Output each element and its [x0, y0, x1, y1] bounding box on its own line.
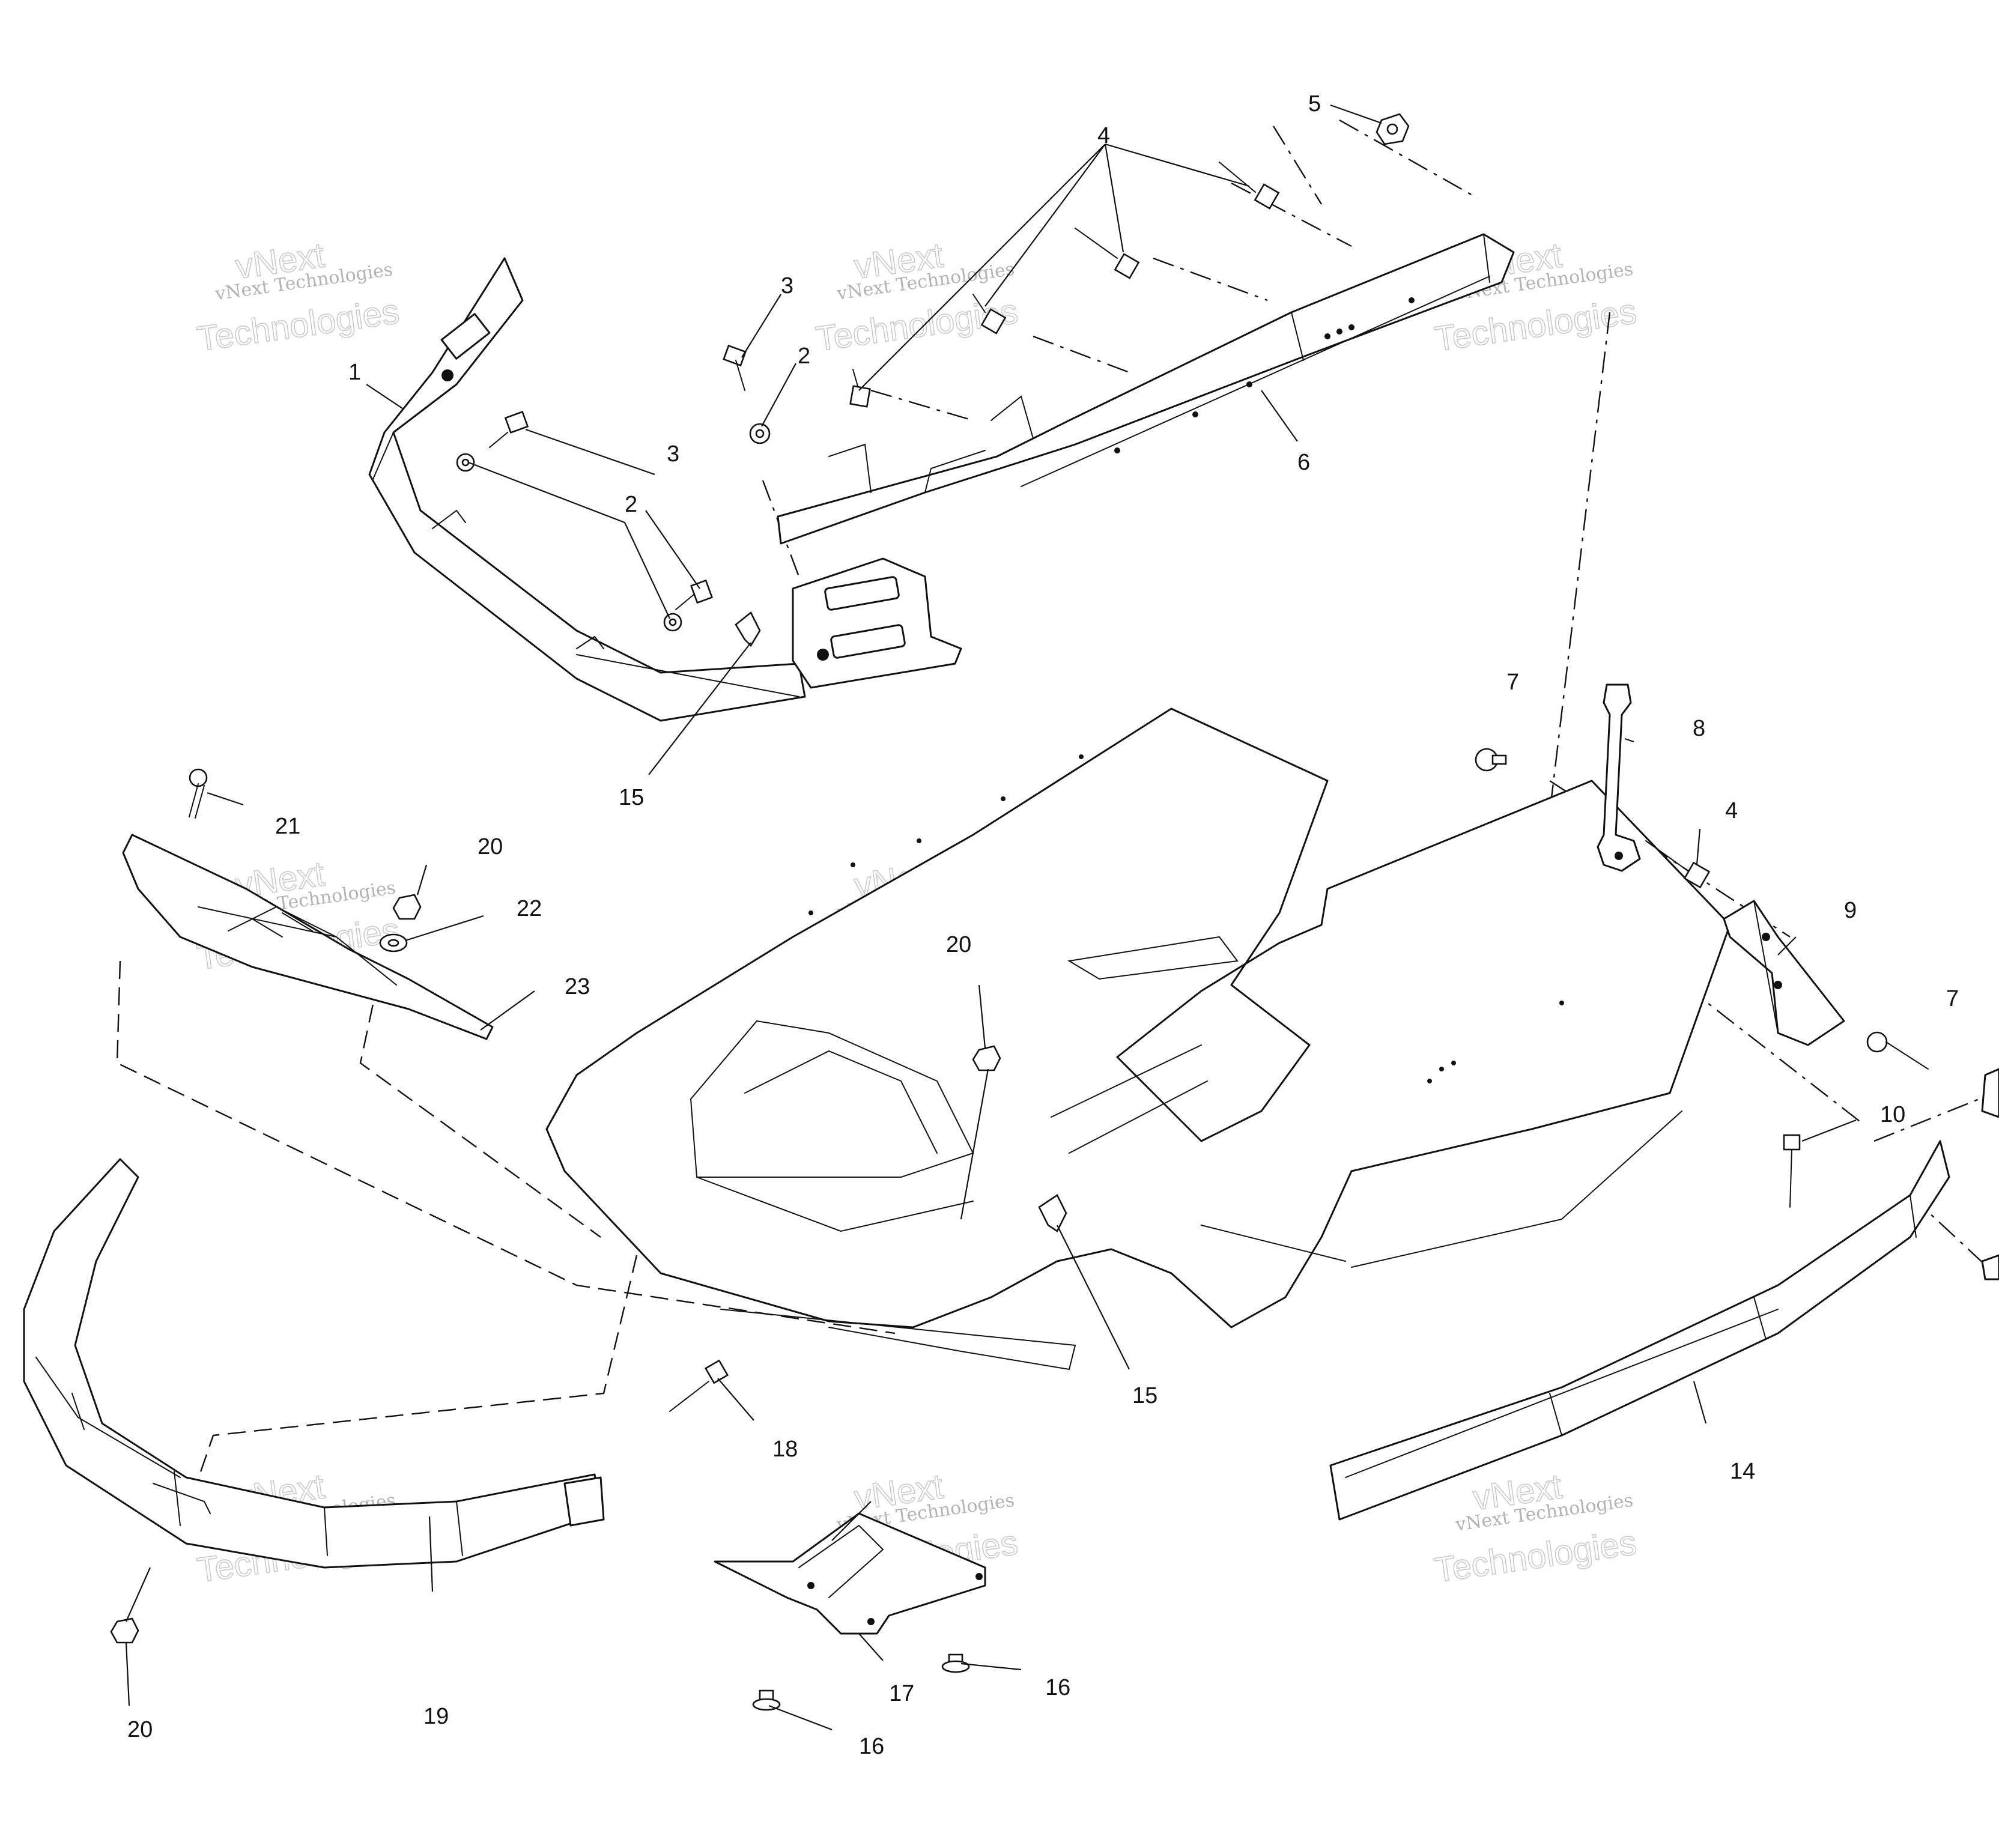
callout-3: 3 — [667, 441, 679, 467]
callout-15: 15 — [619, 785, 644, 810]
watermark-bottom-right: vNext vNext Technologies Technologies — [1431, 1466, 1639, 1590]
callout-labels: 1 2 2 3 3 4 4 5 6 7 7 8 9 10 14 15 15 16… — [127, 91, 1959, 1759]
callout-4: 4 — [1097, 123, 1110, 148]
bumper-bar-right — [1329, 1140, 1950, 1521]
callout-16: 16 — [1045, 1675, 1070, 1700]
callout-14: 14 — [1730, 1459, 1755, 1484]
callout-4: 4 — [1725, 798, 1738, 823]
callout-20: 20 — [127, 1717, 153, 1742]
cowl-bracket-flange — [792, 557, 962, 689]
callout-8: 8 — [1693, 716, 1705, 741]
callout-23: 23 — [565, 974, 590, 999]
callout-3: 3 — [781, 273, 793, 298]
callout-2: 2 — [798, 344, 810, 369]
callout-20: 20 — [478, 834, 503, 859]
hood-strap — [1597, 683, 1641, 872]
strap-bracket — [1723, 900, 1845, 1046]
callout-20: 20 — [946, 932, 971, 957]
callout-15: 15 — [1132, 1383, 1157, 1408]
side-panel-left — [122, 834, 494, 1040]
callout-9: 9 — [1844, 898, 1857, 923]
callout-19: 19 — [423, 1704, 449, 1729]
callout-6: 6 — [1297, 450, 1310, 475]
callout-22: 22 — [517, 896, 542, 921]
cowl-bracket-left — [368, 257, 806, 722]
watermark-top-left: vNext vNext Technologies Technologies — [194, 235, 402, 359]
callout-10: 10 — [1880, 1102, 1905, 1127]
watermark-top-center: vNext vNext Technologies Technologies — [813, 235, 1021, 359]
callout-21: 21 — [275, 814, 300, 839]
windshield-rail — [777, 233, 1515, 545]
callout-16: 16 — [859, 1734, 884, 1759]
lower-bracket — [714, 1512, 986, 1635]
callout-1: 1 — [348, 360, 361, 385]
callout-7: 7 — [1946, 986, 1959, 1011]
right-edge-clip — [1981, 1068, 1999, 1280]
callout-7: 7 — [1506, 670, 1519, 695]
hardware — [110, 113, 1929, 1711]
callout-5: 5 — [1308, 91, 1321, 117]
callout-17: 17 — [889, 1681, 914, 1706]
callout-18: 18 — [772, 1437, 798, 1462]
callout-2: 2 — [625, 492, 637, 517]
leader-lines — [125, 104, 1857, 1731]
hood-body — [545, 707, 1731, 1371]
bumper-bar-left — [23, 1158, 605, 1569]
